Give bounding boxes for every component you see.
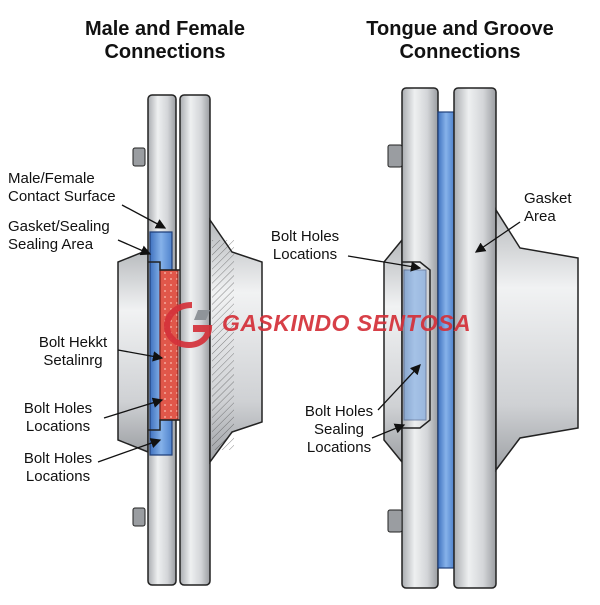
leader-lines [97,204,521,463]
leader-gasket-sealing [117,239,152,256]
label-tg-bolt-holes-sealing: Bolt Holes Sealing Locations [304,403,374,456]
male-spigot-top [148,261,180,271]
leader-bolt-holes-2 [97,438,162,463]
leader-bolt-hekkt [117,349,164,362]
tg-bolt-top [387,144,403,168]
male-spigot-bottom [148,419,180,431]
gaskindo-watermark: GASKINDO SENTOSA [162,302,471,348]
label-gasket-area: Gasket Area [524,190,572,225]
tongue-groove-flange-assembly [383,87,579,589]
hub-hatch-section [212,240,234,450]
label-bolt-holes-1: Bolt Holes Locations [23,400,93,435]
tg-right-hub [495,207,579,473]
bolt-top-left [132,147,146,167]
leader-tg-sealing [377,364,421,411]
tg-bolt-bottom [387,509,403,533]
label-gasket-sealing: Gasket/Sealing Sealing Area [8,218,110,253]
leader-contact-surface [121,204,167,229]
leader-gasket-area [474,221,521,253]
leader-tg-bolt-holes [347,255,422,272]
bolt-bottom-left [132,507,146,527]
label-tg-bolt-holes: Bolt Holes Locations [270,228,340,263]
male-female-flange-assembly [117,94,263,586]
leader-tg-sealing-2 [371,423,406,439]
watermark-text: GASKINDO SENTOSA [222,310,472,336]
gaskindo-logo-icon [164,302,213,348]
leader-bolt-holes-1 [103,397,164,419]
label-bolt-hekkt: Bolt Hekkt Setalinrg [38,334,108,369]
title-male-female: Male and Female Connections [84,18,246,63]
label-contact-surface: Male/Female Contact Surface [8,170,116,205]
label-bolt-holes-2: Bolt Holes Locations [23,450,93,485]
title-tongue-groove: Tongue and Groove Connections [366,18,554,63]
